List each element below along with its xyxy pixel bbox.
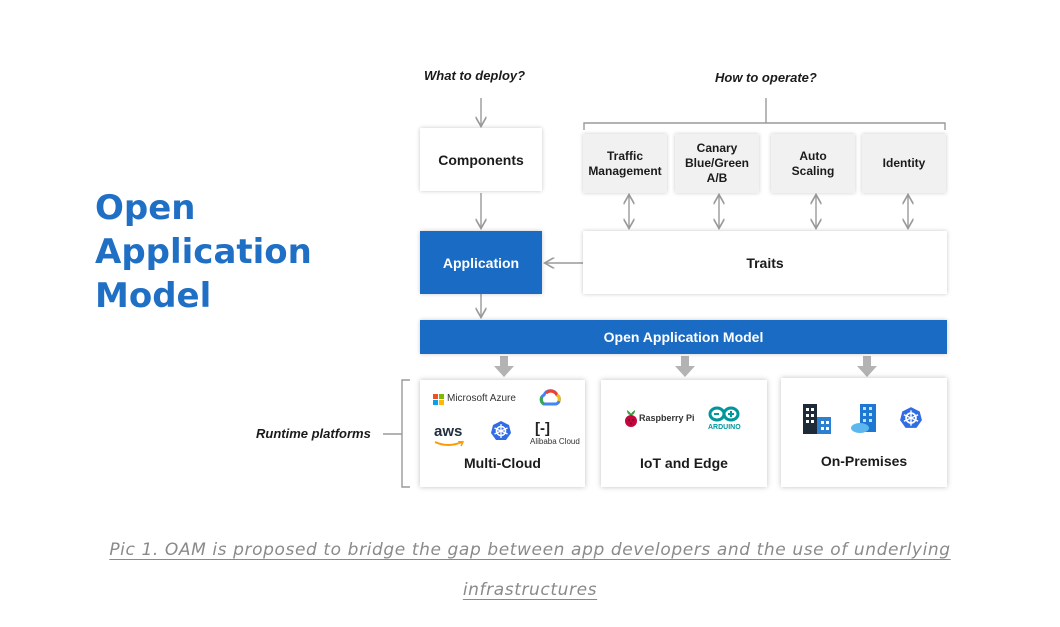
caption-line-2: infrastructures xyxy=(462,580,598,600)
platform-title-multi-cloud: Multi-Cloud xyxy=(464,455,541,471)
runtime-platforms-label: Runtime platforms xyxy=(256,426,371,441)
runtime-bracket xyxy=(401,379,410,488)
question-deploy: What to deploy? xyxy=(424,68,526,83)
kubernetes-icon xyxy=(900,407,922,428)
operate-bracket xyxy=(583,122,946,130)
platform-title-on-premises: On-Premises xyxy=(820,453,908,469)
trait-canary-blue-green: Canary Blue/Green A/B xyxy=(675,134,759,193)
raspberry-pi-icon xyxy=(625,410,637,427)
trait-identity: Identity xyxy=(862,134,946,193)
google-cloud-icon xyxy=(539,389,561,406)
platform-iot-edge: Raspberry Pi ARDUINO IoT and Edge xyxy=(601,380,767,487)
arrow-oam-iot xyxy=(675,356,695,377)
aws-logo-text: aws xyxy=(434,423,463,440)
diagram-title: Open Application Model xyxy=(95,186,312,318)
title-line-2: Application xyxy=(95,232,312,272)
datacenter-icon xyxy=(851,404,876,433)
building-icon xyxy=(803,404,831,434)
raspberry-pi-logo-text: Raspberry Pi xyxy=(639,413,695,423)
arrow-oam-onprem xyxy=(857,356,877,377)
title-line-1: Open xyxy=(95,188,196,228)
platform-multi-cloud: Microsoft Azure aws [-] Alibaba Cloud Mu… xyxy=(420,380,585,487)
caption-line-1: Pic 1. OAM is proposed to bridge the gap… xyxy=(109,540,951,560)
alibaba-cloud-icon: [-] xyxy=(535,420,550,437)
platform-on-premises: On-Premises xyxy=(781,378,947,487)
alibaba-cloud-logo-text: Alibaba Cloud xyxy=(530,437,580,446)
trait-traffic-management: Traffic Management xyxy=(583,134,667,193)
arrow-oam-multicloud xyxy=(494,356,514,377)
traits-box: Traits xyxy=(583,231,947,294)
application-box: Application xyxy=(420,231,542,294)
kubernetes-icon xyxy=(491,421,511,440)
trait-auto-scaling: Auto Scaling xyxy=(771,134,855,193)
oam-bar: Open Application Model xyxy=(420,320,947,354)
platform-title-iot-edge: IoT and Edge xyxy=(640,455,728,471)
aws-smile-icon xyxy=(434,441,464,447)
azure-logo-text: Microsoft Azure xyxy=(447,393,516,404)
components-box: Components xyxy=(420,128,542,191)
title-line-3: Model xyxy=(95,276,212,316)
arduino-logo-text: ARDUINO xyxy=(708,424,741,431)
azure-icon xyxy=(433,394,444,405)
arduino-icon xyxy=(708,406,740,422)
question-operate: How to operate? xyxy=(715,70,817,85)
